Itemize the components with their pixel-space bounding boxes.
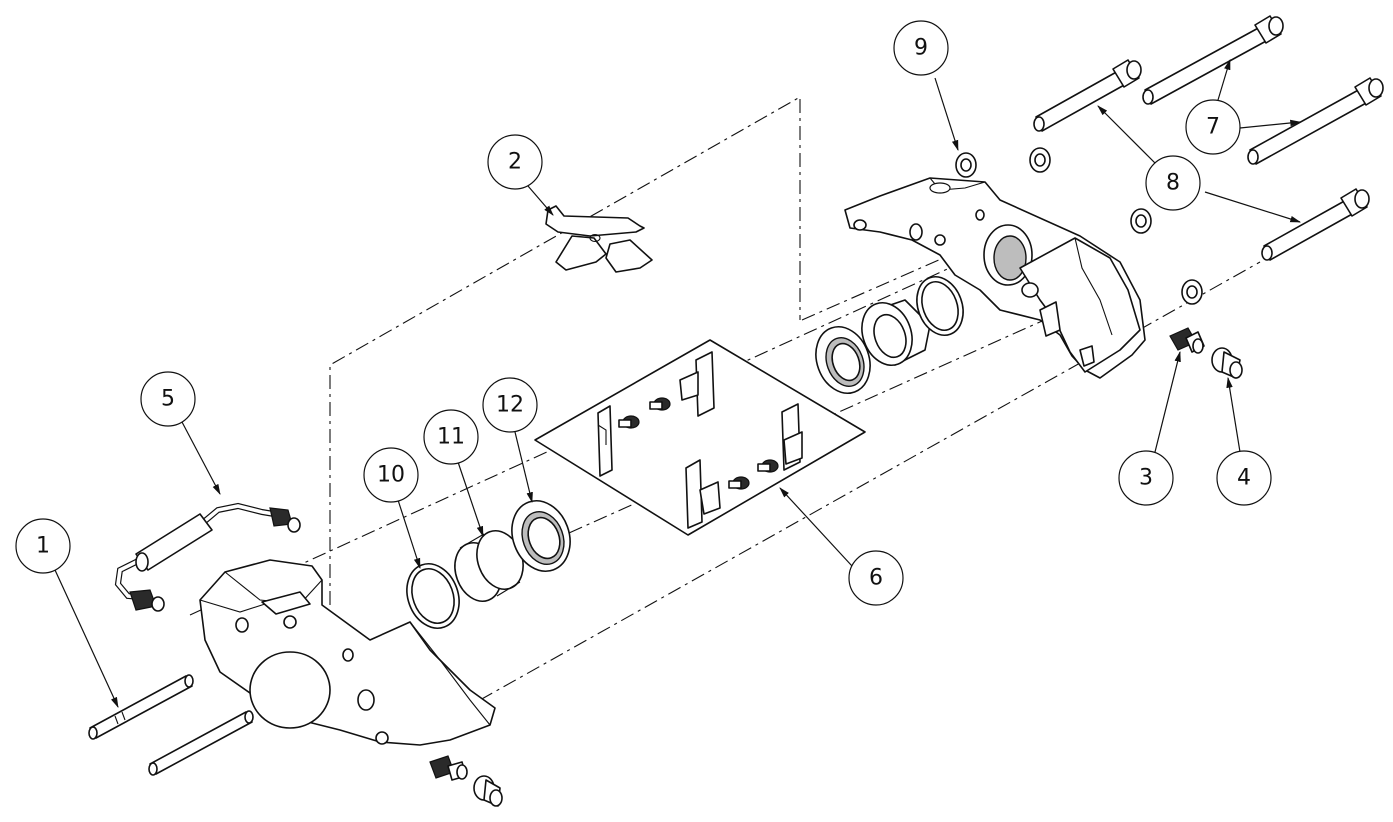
bolt-long <box>1247 77 1384 165</box>
callout-balloon-2: 2 <box>487 134 543 190</box>
bolt-long <box>1142 15 1284 105</box>
callout-number: 5 <box>161 387 175 412</box>
brake-crossover-line <box>114 502 301 612</box>
guide-pins <box>88 674 254 776</box>
callout-number: 1 <box>36 534 50 559</box>
callout-number: 9 <box>914 36 928 61</box>
caliper-outboard-half <box>844 177 1146 379</box>
washer <box>1130 208 1152 234</box>
piston-o-ring <box>406 563 460 629</box>
bolt-short <box>1033 59 1142 132</box>
callout-number: 10 <box>377 463 405 488</box>
callout-balloon-1: 1 <box>15 518 71 574</box>
kit-screw <box>649 397 671 411</box>
callout-balloon-8: 8 <box>1145 155 1201 211</box>
bolts <box>1033 15 1384 261</box>
piston-dust-seal <box>511 500 571 572</box>
bleeder-cap-right <box>1211 347 1243 379</box>
callout-number: 8 <box>1166 171 1180 196</box>
callout-number: 6 <box>869 566 883 591</box>
bleeder-cap-bottom <box>473 775 503 807</box>
callout-number: 11 <box>437 425 465 450</box>
inboard-piston-set <box>406 500 571 629</box>
callout-number: 4 <box>1237 466 1251 491</box>
bleeder-screw-right <box>1169 327 1205 354</box>
caliper-inboard-half <box>199 559 496 746</box>
callout-number: 2 <box>508 150 522 175</box>
callout-balloon-12: 12 <box>482 377 538 433</box>
callout-balloon-4: 4 <box>1216 450 1272 506</box>
kit-screw <box>757 459 779 473</box>
outboard-piston-set <box>815 276 964 394</box>
callout-number: 12 <box>496 393 524 418</box>
callout-balloon-7: 7 <box>1185 99 1241 155</box>
kit-screw <box>618 415 640 429</box>
guide-pin <box>88 674 194 740</box>
callout-number: 3 <box>1139 466 1153 491</box>
callout-number: 7 <box>1206 115 1220 140</box>
callout-balloon-9: 9 <box>893 20 949 76</box>
guide-pin <box>148 710 254 776</box>
bleeder-screw-bottom <box>429 755 468 781</box>
callout-balloon-10: 10 <box>363 447 419 503</box>
pad-hardware-kit <box>534 339 866 536</box>
washer <box>1029 147 1051 173</box>
washer <box>1181 279 1203 305</box>
washer <box>955 152 977 178</box>
callout-balloon-3: 3 <box>1118 450 1174 506</box>
callout-balloon-11: 11 <box>423 409 479 465</box>
pad-spring-clip <box>545 205 653 273</box>
callout-balloon-5: 5 <box>140 371 196 427</box>
bolt-short <box>1261 188 1370 261</box>
washers <box>955 147 1203 305</box>
callout-balloon-6: 6 <box>848 550 904 606</box>
kit-screw <box>728 476 750 490</box>
leader-lines <box>54 58 1302 708</box>
